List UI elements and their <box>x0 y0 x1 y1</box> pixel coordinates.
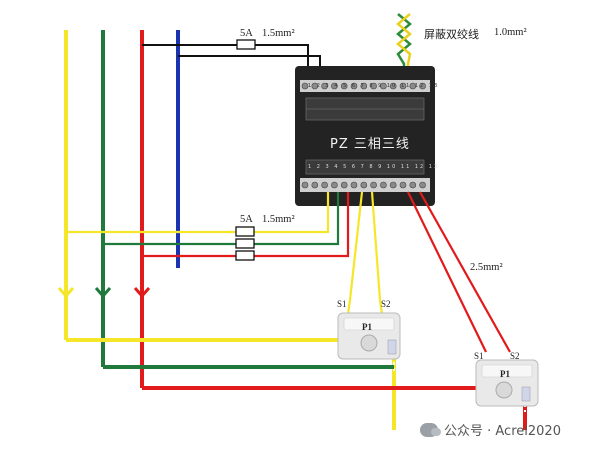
terminal-screw <box>321 82 328 90</box>
shield-twisted-pair-b <box>396 13 412 90</box>
terminal-screw <box>311 181 319 189</box>
ct-left <box>337 312 401 360</box>
voltage-wire-c <box>142 192 350 258</box>
terminal-screw <box>321 181 328 189</box>
watermark: 公众号 · Acrel2020 <box>420 420 561 439</box>
ct-left-s1-wire <box>346 191 364 315</box>
terminal-screw <box>419 181 426 189</box>
terminal-screw <box>419 82 426 90</box>
meter-bottom-label-panel <box>305 159 425 175</box>
terminal-screw <box>350 82 358 90</box>
terminal-screw <box>311 82 319 90</box>
terminal-screw <box>350 181 358 189</box>
terminal-screw <box>340 181 348 189</box>
wire-size: 1.5mm² <box>262 214 295 225</box>
ct-left-name: P1 <box>362 322 372 332</box>
terminal-screw <box>409 181 417 189</box>
fuse-b <box>235 238 255 249</box>
shield-cable-label: 屏蔽双绞线 <box>424 28 479 41</box>
bottom-terminal-numbers: 1 2 3 4 5 6 7 8 9 10 11 12 13 <box>308 164 440 170</box>
terminal-screw <box>301 82 309 90</box>
meter-top-terminals <box>301 82 426 90</box>
ct-left-s2-wire <box>370 191 384 315</box>
ct-wire-size: 2.5mm² <box>470 262 503 273</box>
voltage-wire-b <box>103 192 340 246</box>
top-fuse <box>236 39 256 50</box>
terminal-screw <box>370 181 377 189</box>
top-terminal-numbers: 1 2 3 4 5 6 7 8 9 10 11 12 13 <box>308 83 440 89</box>
terminal-screw <box>389 82 397 90</box>
terminal-screw <box>389 181 397 189</box>
ct-left-s2: S2 <box>381 299 391 309</box>
terminal-screw <box>360 181 368 189</box>
voltage-wire-a <box>66 192 330 234</box>
ct-right <box>475 359 539 407</box>
phase-b-arrow <box>94 287 112 299</box>
ct-right-s2: S2 <box>510 351 520 361</box>
terminal-screw <box>399 181 407 189</box>
terminal-screw <box>399 82 407 90</box>
wechat-icon <box>420 422 441 437</box>
terminal-screw <box>370 82 377 90</box>
terminal-screw <box>380 181 387 189</box>
shield-cable-size: 1.0mm² <box>494 27 527 38</box>
phase-a-arrow <box>57 287 75 299</box>
meter-title: PZ 三相三线 <box>330 137 410 152</box>
ct-left-s1: S1 <box>337 299 347 309</box>
terminal-screw <box>409 82 417 90</box>
shield-twisted-pair-a <box>396 13 412 90</box>
terminal-screw <box>331 82 338 90</box>
watermark-text: 公众号 · Acrel2020 <box>444 424 561 439</box>
top-wire-size: 1.5mm² <box>262 28 295 39</box>
meter-bottom-terminals <box>301 181 426 189</box>
power-wire-1 <box>142 44 309 90</box>
ct-right-s1-wire <box>407 191 487 353</box>
terminal-screw <box>331 181 338 189</box>
terminal-screw <box>360 82 368 90</box>
terminal-screw <box>340 82 348 90</box>
fuse-a <box>235 226 255 237</box>
terminal-screw <box>380 82 387 90</box>
ct-right-name: P1 <box>500 369 510 379</box>
fuse-rating: 5A <box>240 214 253 225</box>
terminal-screw <box>301 181 309 189</box>
ct-right-s1: S1 <box>474 351 484 361</box>
ct-right-s2-wire <box>419 191 511 353</box>
top-fuse-rating: 5A <box>240 28 253 39</box>
fuse-c <box>235 250 255 261</box>
phase-c-arrow <box>133 287 151 299</box>
